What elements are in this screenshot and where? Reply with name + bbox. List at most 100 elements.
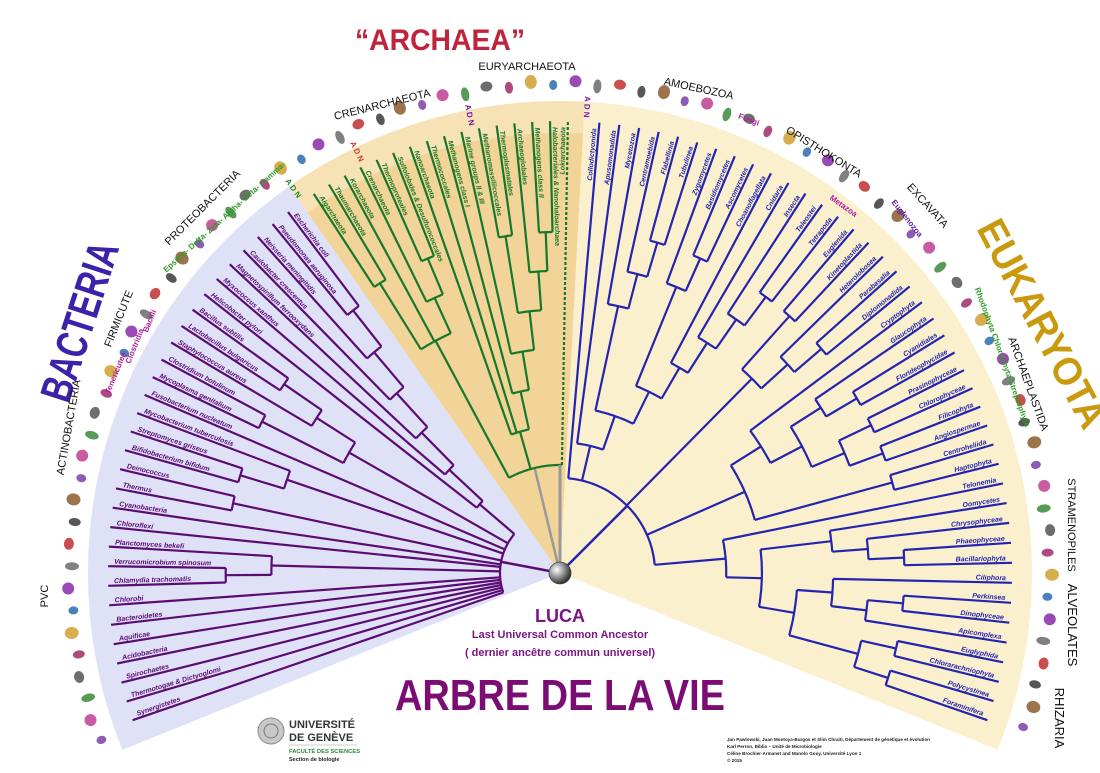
organism-illustration-icon	[68, 606, 79, 615]
clade-arc	[257, 414, 267, 429]
leaf-branch	[902, 609, 1010, 624]
clade-arc	[282, 470, 292, 489]
leaf-label[interactable]: Dinophyceae	[960, 610, 1004, 622]
leaf-label[interactable]: Chlorobi	[115, 595, 145, 604]
leaf-branch	[866, 521, 1010, 540]
leaf-label[interactable]: Halobacteriales & Nanohaloarchaea	[551, 127, 561, 246]
internal-branch	[283, 383, 323, 412]
leaf-branch	[531, 121, 541, 233]
clade-arc	[828, 530, 834, 552]
leaf-branch	[903, 594, 1012, 604]
organism-illustration-icon	[1018, 722, 1029, 732]
group-amoebozoa: AMOEBOZOA	[663, 76, 735, 103]
leaf-label[interactable]: Planctomyces bekefi	[115, 540, 186, 551]
leaf-branch	[112, 506, 501, 566]
clade-arc	[853, 640, 863, 668]
internal-branch	[646, 490, 746, 536]
organism-illustration-icon	[858, 180, 870, 192]
organism-illustration-icon	[657, 85, 671, 100]
clade-arc	[426, 293, 444, 303]
internal-branch	[790, 406, 822, 428]
organism-illustration-icon	[85, 430, 99, 440]
organism-illustration-icon	[352, 119, 365, 130]
organism-illustration-icon	[637, 85, 646, 98]
organism-illustration-icon	[701, 97, 714, 110]
organism-illustration-icon	[873, 198, 884, 209]
leaf-branch	[477, 128, 500, 238]
organism-illustration-icon	[838, 170, 850, 183]
leaf-branch	[722, 482, 1004, 542]
internal-branch	[521, 351, 530, 391]
clade-arc	[830, 578, 835, 607]
internal-branch	[271, 564, 501, 573]
internal-branch	[646, 242, 659, 278]
leaf-branch	[889, 669, 994, 703]
clade-arc	[421, 254, 435, 263]
leaf-label[interactable]: Lokiarchaeota	[559, 127, 567, 175]
leaf-branch	[126, 589, 503, 703]
clade-arc	[508, 463, 562, 479]
leaf-branch	[782, 228, 855, 312]
leaf-label[interactable]: Perkinsea	[972, 593, 1006, 602]
organism-illustration-icon	[1045, 524, 1056, 537]
group-pvc: PVC	[39, 585, 51, 608]
leaf-branch	[771, 216, 839, 303]
organism-illustration-icon	[504, 81, 514, 94]
organism-illustration-icon	[119, 348, 130, 358]
leaf-branch	[860, 351, 956, 406]
clade-arc	[729, 464, 756, 521]
organism-illustration-icon	[335, 130, 345, 144]
leaf-branch	[328, 183, 387, 281]
university-name-line1: UNIVERSITÉ	[289, 718, 355, 731]
leaf-label[interactable]: Chloroflexi	[116, 520, 154, 531]
organism-illustration-icon	[76, 474, 87, 483]
organism-illustration-icon	[1015, 394, 1026, 406]
clade-arc	[779, 356, 796, 373]
clade-arc	[814, 398, 828, 418]
organism-illustration-icon	[680, 96, 689, 107]
clade-arc	[721, 539, 728, 578]
organism-illustration-icon	[175, 251, 189, 265]
leaf-branch	[119, 468, 235, 498]
organism-illustration-icon	[923, 241, 936, 254]
leaf-branch	[885, 684, 988, 722]
organism-illustration-icon	[393, 100, 406, 115]
leaf-label[interactable]: Verrucomicrobium spinosum	[114, 559, 211, 568]
internal-branch	[378, 282, 422, 350]
archaea-wedge	[307, 133, 583, 573]
organism-illustration-icon	[96, 735, 107, 745]
university-logo[interactable]: UNIVERSITÉ DE GENÈVE FACULTÉ DES SCIENCE…	[257, 717, 360, 763]
leaf-label[interactable]: Chlamydia trachomatis	[114, 576, 191, 585]
leaf-label[interactable]: Phaeophyceae	[956, 536, 1005, 546]
leaf-label[interactable]: Methanogens class II	[533, 127, 544, 199]
leaf-branch	[692, 155, 736, 256]
leaf-label[interactable]: Bacillariophyta	[956, 555, 1006, 563]
internal-branch	[261, 420, 344, 464]
internal-branch	[232, 502, 502, 562]
leaf-branch	[665, 148, 718, 284]
leaf-branch	[144, 393, 506, 551]
clade-arc	[373, 278, 387, 288]
internal-branch	[518, 431, 532, 470]
credit-line: © 2015	[727, 757, 742, 763]
leaf-branch	[669, 172, 772, 364]
leaf-branch	[706, 163, 755, 263]
leaf-branch	[116, 583, 502, 665]
clade-arc	[670, 362, 689, 374]
organism-illustration-icon	[1001, 376, 1016, 386]
leaf-label[interactable]: Ciliphora	[976, 575, 1007, 583]
luca-node[interactable]	[548, 561, 572, 585]
clade-arc	[749, 430, 772, 464]
leaf-branch	[567, 122, 601, 479]
internal-branch	[811, 452, 845, 468]
leaf-branch	[408, 146, 513, 435]
organism-illustration-icon	[1018, 417, 1030, 427]
clade-arc	[270, 556, 273, 575]
internal-branch	[239, 474, 285, 490]
organism-illustration-icon	[461, 87, 470, 102]
organism-illustration-icon	[104, 365, 119, 378]
leaf-label[interactable]: Collodictyonida	[587, 128, 599, 181]
leaf-branch	[312, 193, 376, 288]
organism-illustration-icon	[984, 336, 995, 346]
internal-branch	[686, 342, 709, 374]
